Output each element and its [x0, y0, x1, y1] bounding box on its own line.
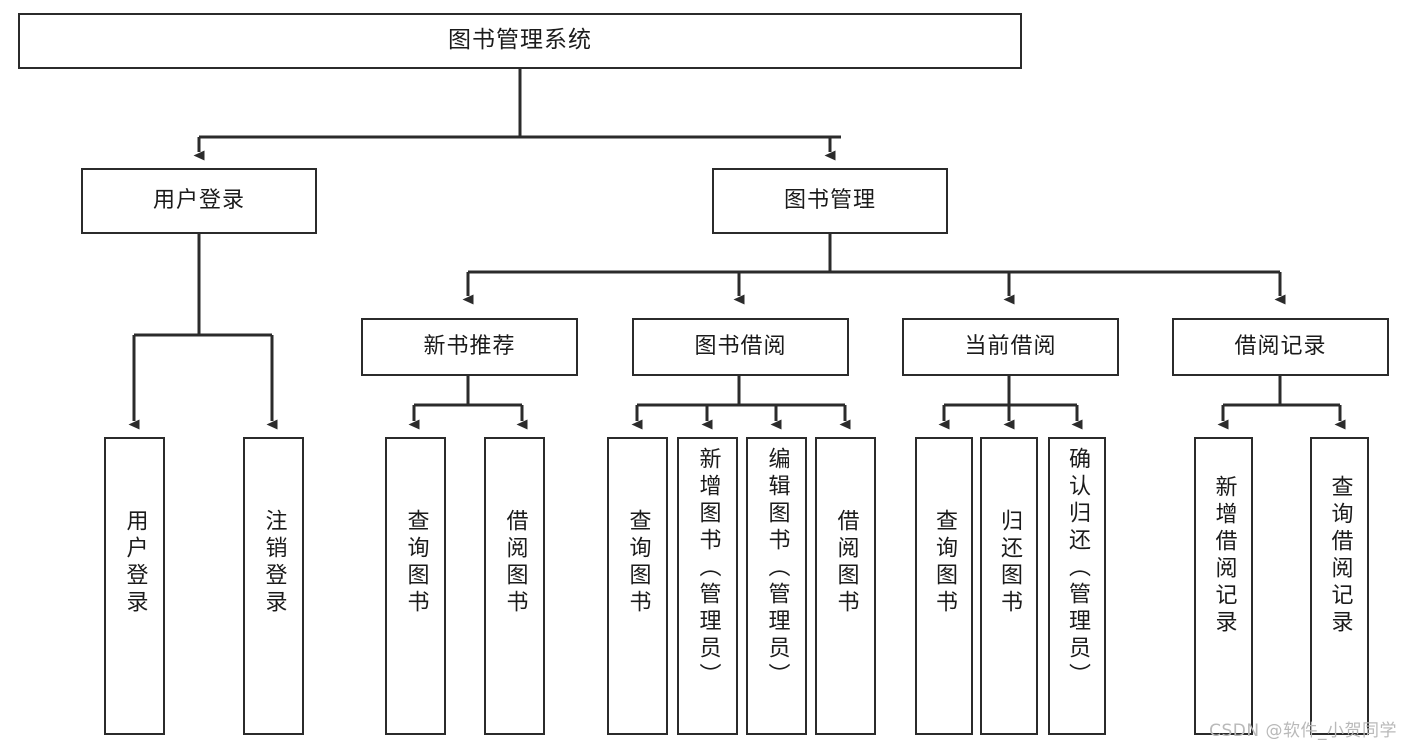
node-book-borrow[interactable]: 图书借阅 — [632, 318, 849, 376]
leaf-return-book[interactable]: 归还图书 — [980, 437, 1038, 735]
node-new-book-recommend[interactable]: 新书推荐 — [361, 318, 578, 376]
leaf-query-book-3[interactable]: 查询图书 — [915, 437, 973, 735]
node-book-management-label: 图书管理 — [783, 187, 876, 213]
leaf-query-record-label: 查询借阅记录 — [1327, 475, 1353, 637]
node-book-management[interactable]: 图书管理 — [712, 168, 948, 234]
node-root[interactable]: 图书管理系统 — [18, 13, 1022, 69]
leaf-query-book-2[interactable]: 查询图书 — [607, 437, 668, 735]
leaf-logout-login-label: 注销登录 — [261, 509, 287, 617]
leaf-add-record[interactable]: 新增借阅记录 — [1194, 437, 1253, 735]
leaf-user-login-label: 用户登录 — [122, 509, 148, 617]
watermark: CSDN @软件_小贺同学 — [1209, 721, 1397, 741]
leaf-borrow-book-1-label: 借阅图书 — [502, 509, 528, 617]
node-current-borrow[interactable]: 当前借阅 — [902, 318, 1119, 376]
leaf-return-book-label: 归还图书 — [997, 509, 1022, 617]
node-borrow-record[interactable]: 借阅记录 — [1172, 318, 1389, 376]
leaf-query-book-3-label: 查询图书 — [932, 509, 957, 617]
leaf-borrow-book-2[interactable]: 借阅图书 — [815, 437, 876, 735]
leaf-query-book-2-label: 查询图书 — [625, 509, 651, 617]
node-user-login[interactable]: 用户登录 — [81, 168, 317, 234]
node-user-login-label: 用户登录 — [152, 187, 245, 213]
leaf-edit-book[interactable]: 编辑图书（管理员） — [746, 437, 807, 735]
leaf-query-book-1[interactable]: 查询图书 — [385, 437, 446, 735]
leaf-confirm-return-label: 确认归还（管理员） — [1065, 447, 1090, 690]
leaf-add-book[interactable]: 新增图书（管理员） — [677, 437, 738, 735]
node-root-label: 图书管理系统 — [448, 27, 592, 54]
leaf-edit-book-label: 编辑图书（管理员） — [764, 447, 790, 690]
leaf-query-book-1-label: 查询图书 — [403, 509, 429, 617]
leaf-add-record-label: 新增借阅记录 — [1211, 475, 1237, 637]
leaf-logout-login[interactable]: 注销登录 — [243, 437, 304, 735]
leaf-query-record[interactable]: 查询借阅记录 — [1310, 437, 1369, 735]
leaf-user-login[interactable]: 用户登录 — [104, 437, 165, 735]
node-current-borrow-label: 当前借阅 — [964, 333, 1057, 359]
node-book-borrow-label: 图书借阅 — [694, 333, 787, 359]
leaf-add-book-label: 新增图书（管理员） — [695, 447, 721, 690]
leaf-borrow-book-1[interactable]: 借阅图书 — [484, 437, 545, 735]
leaf-confirm-return[interactable]: 确认归还（管理员） — [1048, 437, 1106, 735]
leaf-borrow-book-2-label: 借阅图书 — [833, 509, 859, 617]
node-borrow-record-label: 借阅记录 — [1234, 333, 1327, 359]
node-new-book-recommend-label: 新书推荐 — [423, 333, 516, 359]
